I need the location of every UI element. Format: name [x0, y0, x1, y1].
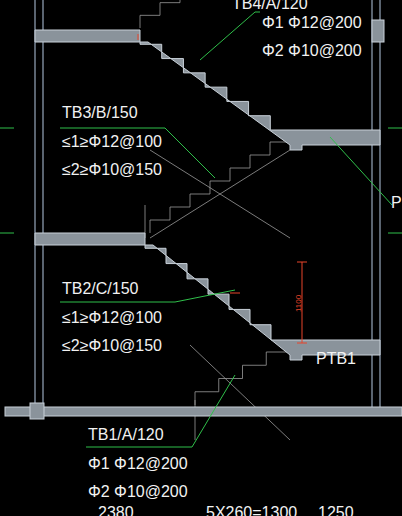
ground-slab: [5, 407, 402, 416]
dimension: [138, 34, 307, 343]
tick: [388, 128, 402, 129]
stair-label: TB1/A/120: [88, 426, 164, 444]
back-flight: [150, 142, 290, 233]
hidden-lines: [140, 0, 290, 440]
edge-line: [195, 400, 196, 440]
leaders: [0, 12, 402, 447]
stair-label: Φ1 Φ12@200: [262, 14, 362, 32]
stair-label: ≤2≥Φ10@150: [62, 337, 162, 355]
stair-label: ≤1≥Φ12@100: [62, 133, 162, 151]
stair-label: ≤2≥Φ10@150: [62, 161, 162, 179]
stair-label: Φ2 Φ10@200: [88, 483, 188, 501]
dimension-text: 1100: [294, 295, 303, 312]
leader-line: [200, 12, 260, 60]
wall-line: [35, 0, 36, 410]
cross-line: [150, 150, 290, 238]
dimension-mark: [230, 293, 240, 294]
stair-label: ≤1≥Φ12@100: [62, 309, 162, 327]
cross-line: [150, 150, 290, 238]
dimension-tick: [297, 262, 307, 263]
dimension-tick: [297, 343, 307, 344]
stair-label: TB2/C/150: [62, 280, 138, 298]
stair-label: Φ1 Φ12@200: [88, 455, 188, 473]
stair-flight: [35, 233, 380, 360]
wall-line: [43, 0, 44, 410]
leader-line: [86, 375, 235, 447]
back-flight: [140, 0, 200, 28]
stair-label: TB4/A/120: [232, 0, 308, 13]
walls: [35, 0, 380, 410]
tick: [388, 233, 402, 234]
leader-line: [330, 137, 392, 205]
stair-label: P: [391, 194, 402, 212]
back-flight: [195, 352, 290, 405]
leader-line: [60, 128, 215, 178]
wall-stub: [372, 20, 384, 42]
stair-label: 1250: [318, 504, 354, 516]
stair-label: Φ2 Φ10@200: [262, 42, 362, 60]
stair-slabs: [35, 30, 380, 360]
stair-flight: [35, 30, 380, 150]
stair-label: PTB1: [316, 350, 356, 368]
ground-step: [30, 403, 44, 419]
stair-label: TB3/B/150: [62, 104, 138, 122]
stair-label: 2380: [98, 504, 134, 516]
tick: [0, 233, 14, 234]
tick: [0, 128, 14, 129]
stair-label: 5X260=1300: [206, 504, 297, 516]
dimension-mark: [138, 34, 139, 40]
